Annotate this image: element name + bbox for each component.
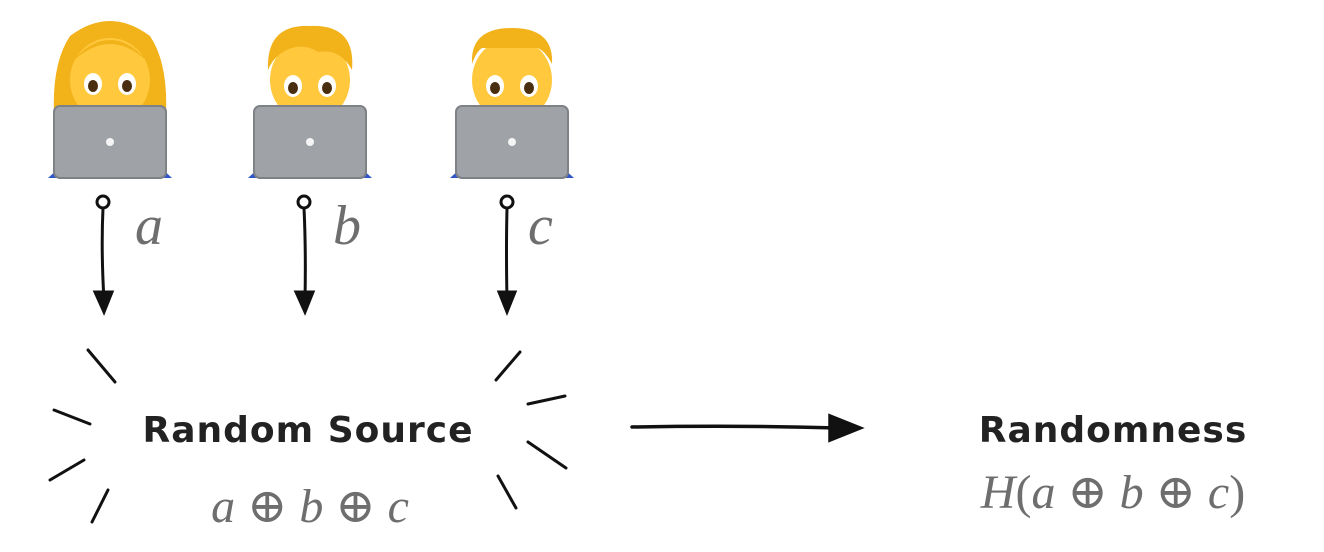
source-expr-op2: ⊕	[335, 478, 375, 534]
output-paren-open: (	[1015, 466, 1031, 519]
output-fn: H	[980, 466, 1018, 519]
input-arrow-c	[496, 194, 518, 317]
input-arrow-b	[293, 194, 316, 316]
input-label-c: c	[528, 195, 553, 257]
output-expr-b: b	[1120, 466, 1144, 519]
output-expr-c: c	[1208, 466, 1229, 519]
source-expr-a: a	[211, 480, 235, 533]
source-expr-c: c	[388, 480, 409, 533]
output-expression: H(a ⊕ b ⊕ c)	[980, 464, 1245, 520]
input-arrow-a	[92, 194, 115, 316]
source-expr-op1: ⊕	[247, 478, 287, 534]
output-expr-op2: ⊕	[1156, 464, 1196, 520]
man-technologist-icon	[450, 28, 574, 179]
input-label-a: a	[135, 195, 163, 257]
output-title: Randomness	[979, 410, 1248, 451]
person-technologist-icon	[248, 25, 372, 179]
burst-strokes	[48, 348, 568, 524]
output-arrow	[630, 413, 865, 443]
source-expr-b: b	[299, 480, 323, 533]
woman-technologist-icon	[48, 21, 172, 179]
source-expression: a ⊕ b ⊕ c	[211, 478, 409, 534]
input-label-b: b	[333, 195, 361, 257]
source-title: Random Source	[143, 410, 474, 451]
output-expr-op1: ⊕	[1067, 464, 1107, 520]
output-paren-close: )	[1229, 466, 1245, 519]
output-expr-a: a	[1031, 466, 1055, 519]
